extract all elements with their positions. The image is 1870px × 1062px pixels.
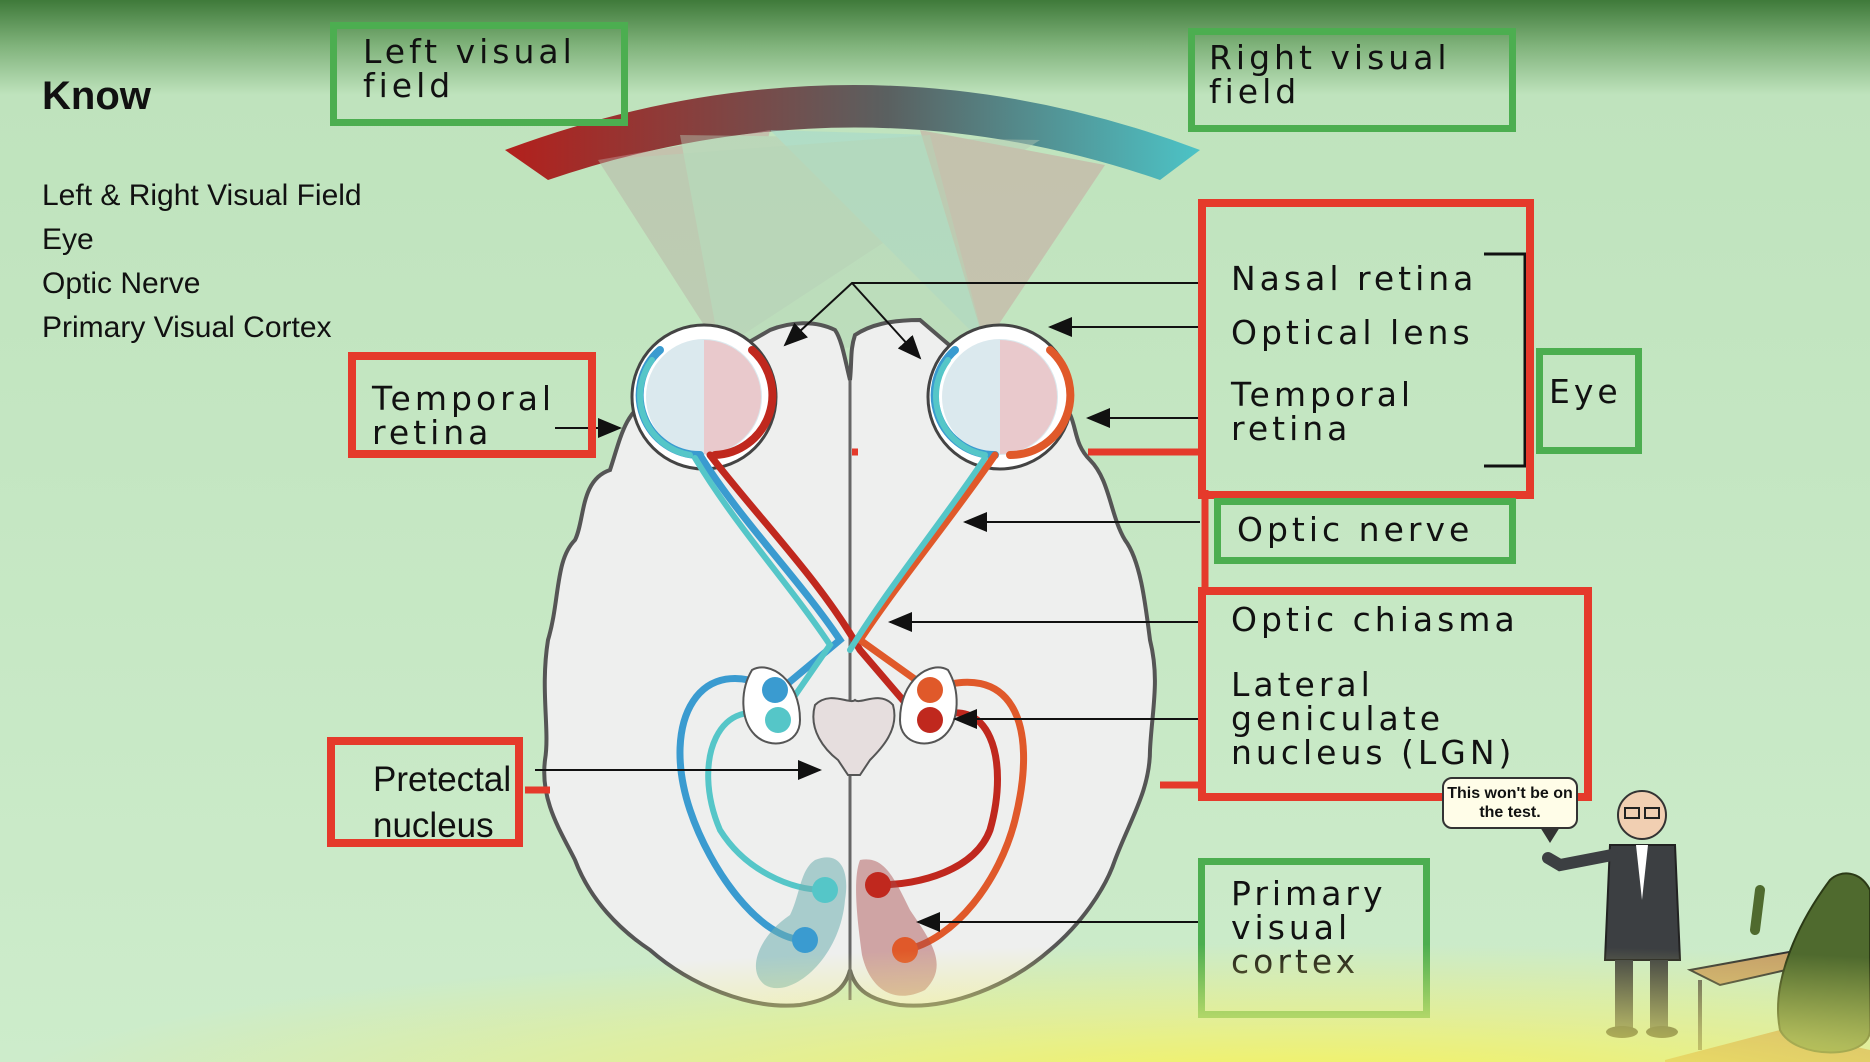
teacher-figure-icon	[1542, 790, 1682, 1038]
primary-visual-cortex-label: Primary visual cortex	[1198, 858, 1430, 1018]
chiasma-lgn-box	[1198, 587, 1592, 801]
eye-icon	[926, 323, 1075, 471]
avocado-figure-icon	[1750, 872, 1870, 1054]
know-heading: Know	[42, 74, 151, 118]
temporal-retina-right-label: Temporal retina	[1231, 375, 1415, 448]
eye-parts-box	[1198, 199, 1534, 499]
visual-field-arc	[505, 85, 1200, 180]
optic-pathways	[676, 451, 1028, 954]
view-cones	[598, 130, 1105, 350]
left-visual-field-label: Left visual field	[330, 22, 628, 126]
know-item: Left & Right Visual Field	[42, 179, 362, 212]
speech-bubble: This won't be on the test.	[1442, 777, 1578, 843]
lgn-label: Lateral geniculate nucleus (LGN)	[1231, 665, 1516, 772]
nasal-retina-label: Nasal retina	[1231, 259, 1478, 298]
optic-chiasma-label: Optic chiasma	[1231, 600, 1519, 639]
optical-lens-label: Optical lens	[1231, 313, 1474, 352]
right-visual-field-label: Right visual field	[1188, 28, 1516, 132]
optic-nerve-label: Optic nerve	[1214, 498, 1516, 564]
temporal-retina-left-label: Temporal retina	[348, 352, 596, 458]
pretectal-nucleus-label: Pretectal nucleus	[327, 737, 523, 847]
eye-icon	[630, 323, 778, 471]
know-list: Left & Right Visual Field Eye Optic Nerv…	[42, 174, 362, 350]
eye-label: Eye	[1536, 348, 1642, 454]
know-item: Eye	[42, 223, 94, 256]
know-item: Optic Nerve	[42, 267, 201, 300]
pointer-arrows	[535, 252, 1527, 932]
know-item: Primary Visual Cortex	[42, 311, 332, 344]
connector-lines	[525, 448, 1209, 794]
